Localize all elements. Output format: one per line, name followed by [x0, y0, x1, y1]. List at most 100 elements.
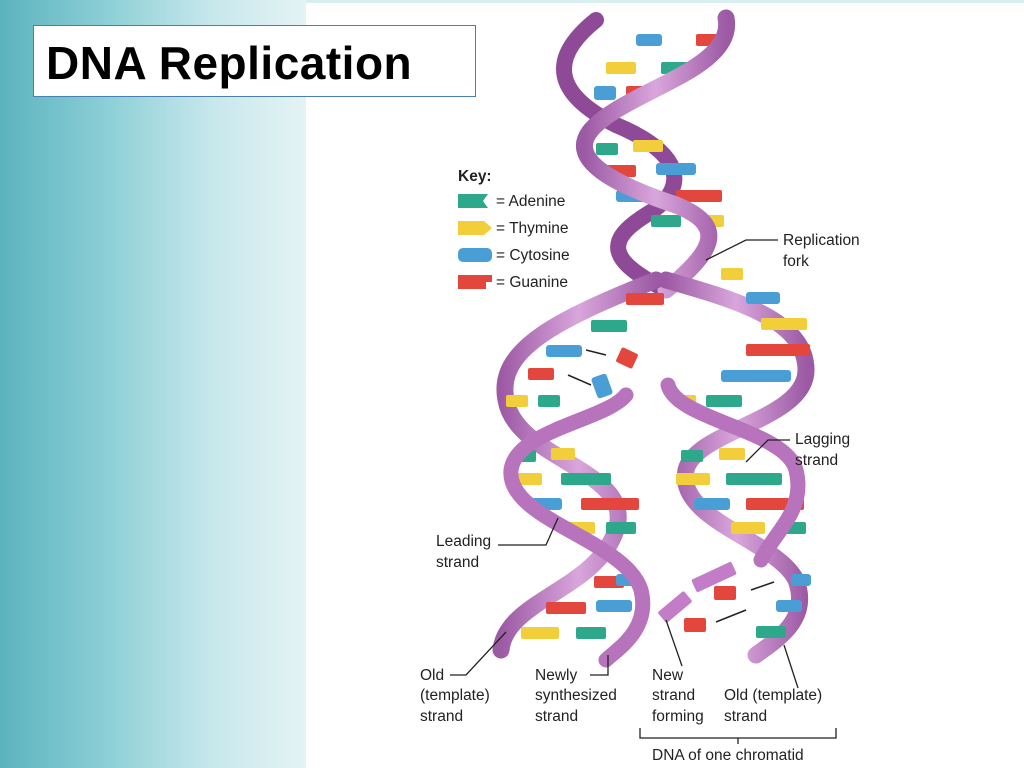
newly-synthesized-label-1: Newly	[535, 667, 577, 684]
legend-label-guanine: = Guanine	[496, 274, 568, 291]
old-template-right-label-1: Old (template)	[724, 687, 822, 704]
base-a	[538, 395, 560, 407]
legend: Key: = Adenine = Thymine = Cytosine = Gu…	[458, 168, 570, 291]
lagging-strand-leader	[745, 439, 790, 463]
new-strand-forming-label-2: strand	[652, 687, 695, 704]
right-old-strand	[657, 271, 815, 664]
old-template-left-label-2: (template)	[420, 687, 490, 704]
callouts: Replication fork Lagging strand Leading …	[420, 232, 860, 764]
legend-label-adenine: = Adenine	[496, 193, 565, 210]
base-a	[561, 473, 611, 485]
old-template-right-leader	[783, 644, 799, 689]
base-c	[694, 498, 730, 510]
base-t	[521, 627, 559, 639]
new-strand-forming-label-1: New	[652, 667, 684, 684]
new-strand-forming-label-3: forming	[652, 708, 704, 725]
base-c	[746, 292, 780, 304]
base-c	[721, 370, 791, 382]
left-arrow-2	[567, 374, 592, 386]
left-new-strand	[503, 387, 651, 668]
newly-synthesized-label-2: synthesized	[535, 687, 617, 704]
base-c	[636, 34, 662, 46]
legend-item-adenine: = Adenine	[458, 193, 565, 210]
free-base-g	[684, 618, 706, 632]
page-title: DNA Replication	[46, 37, 413, 89]
base-a	[756, 626, 786, 638]
replication-fork-leader	[705, 239, 778, 261]
right-base-pairs	[658, 268, 811, 638]
chromatid-bracket	[639, 728, 837, 744]
old-template-right-label-2: strand	[724, 708, 767, 725]
base-t	[721, 268, 743, 280]
legend-label-cytosine: = Cytosine	[496, 247, 570, 264]
adenine-swatch	[458, 194, 488, 208]
old-template-left-label-1: Old	[420, 667, 444, 684]
base-g	[626, 293, 664, 305]
base-c	[546, 345, 582, 357]
base-g	[581, 498, 639, 510]
lagging-strand-label-1: Lagging	[795, 431, 850, 448]
legend-label-thymine: = Thymine	[496, 220, 569, 237]
base-t	[606, 62, 636, 74]
new-strand-forming-leader	[665, 619, 683, 667]
base-a	[576, 627, 606, 639]
base-c	[791, 574, 811, 586]
base-t	[676, 473, 710, 485]
base-g	[546, 602, 586, 614]
newly-synthesized-leader	[590, 655, 609, 676]
right-arrow-1	[750, 581, 775, 591]
base-c	[596, 600, 632, 612]
base-t	[551, 448, 575, 460]
base-a	[651, 215, 681, 227]
title-box: DNA Replication	[33, 25, 476, 97]
base-t	[506, 395, 528, 407]
base-a	[726, 473, 782, 485]
base-t	[731, 522, 765, 534]
base-c	[594, 86, 616, 100]
base-a	[596, 143, 618, 155]
replication-fork-label-1: Replication	[783, 232, 860, 249]
okazaki-fragment-1	[691, 562, 737, 592]
base-a	[681, 450, 703, 462]
base-c	[776, 600, 802, 612]
free-base-g	[714, 586, 736, 600]
right-arrow-2	[715, 609, 747, 623]
base-t	[719, 448, 745, 460]
legend-item-thymine: = Thymine	[458, 220, 569, 237]
free-base-g	[616, 347, 638, 369]
old-template-left-leader	[450, 631, 507, 676]
base-g	[676, 190, 722, 202]
base-c	[656, 163, 696, 175]
legend-heading: Key:	[458, 168, 492, 185]
base-t	[633, 140, 663, 152]
replication-fork-label-2: fork	[783, 253, 809, 270]
base-g	[746, 344, 810, 356]
leading-strand-label-2: strand	[436, 554, 479, 571]
base-a	[591, 320, 627, 332]
side-gradient-band	[0, 0, 306, 768]
newly-synthesized-label-3: strand	[535, 708, 578, 725]
parent-helix	[556, 9, 735, 299]
left-daughter-helix	[492, 271, 665, 668]
old-template-left-label-3: strand	[420, 708, 463, 725]
top-divider	[306, 0, 1024, 3]
base-a	[606, 522, 636, 534]
chromatid-label: DNA of one chromatid	[652, 747, 804, 764]
base-a	[706, 395, 742, 407]
legend-item-guanine: = Guanine	[458, 274, 568, 291]
free-base-c	[591, 373, 613, 399]
right-daughter-helix	[657, 268, 815, 664]
left-arrow-1	[585, 349, 607, 356]
lagging-strand-label-2: strand	[795, 452, 838, 469]
thymine-swatch	[458, 221, 492, 235]
base-t	[761, 318, 807, 330]
parent-strand-front	[576, 9, 735, 299]
legend-item-cytosine: = Cytosine	[458, 247, 570, 264]
cytosine-swatch	[458, 248, 492, 262]
base-g	[528, 368, 554, 380]
leading-strand-leader	[498, 517, 559, 546]
left-old-strand	[492, 271, 665, 659]
right-new-strand	[660, 377, 806, 568]
guanine-swatch	[458, 275, 492, 289]
okazaki-fragment-2	[658, 591, 692, 623]
